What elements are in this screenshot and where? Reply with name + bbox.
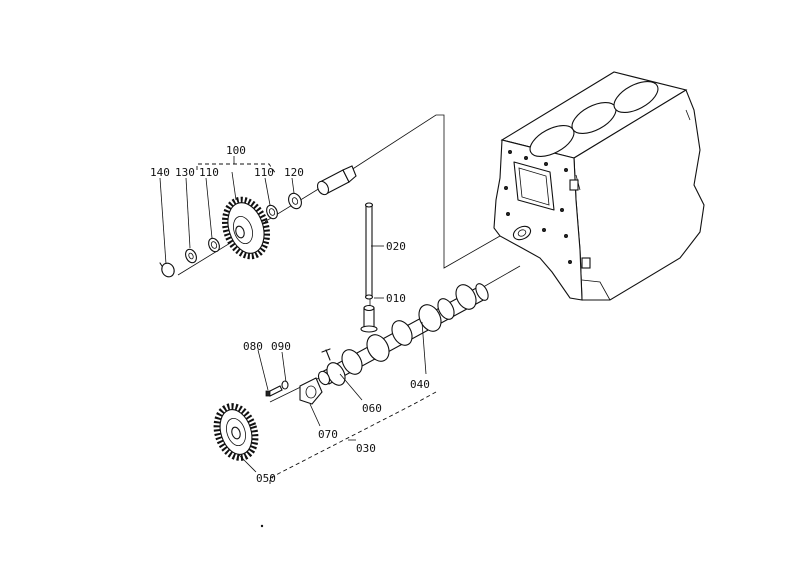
callout-020: 020 <box>386 240 406 253</box>
callout-030: 030 <box>356 442 376 455</box>
callout-leaders <box>159 156 437 484</box>
camshaft-bore <box>512 225 532 241</box>
camshaft <box>317 283 489 386</box>
circlip <box>161 262 175 278</box>
callout-140: 140 <box>150 166 170 179</box>
engine-block <box>493 71 705 301</box>
callout-130: 130 <box>175 166 195 179</box>
stopper-bolt <box>265 385 283 397</box>
callout-070: 070 <box>318 428 338 441</box>
callout-050: 050 <box>256 472 276 485</box>
callout-040: 040 <box>410 378 430 391</box>
callout-010: 010 <box>386 292 406 305</box>
idle-gear <box>221 196 271 260</box>
cam-gear <box>213 403 259 461</box>
push-rod <box>364 202 374 300</box>
idle-gear-shaft <box>316 165 357 196</box>
bushing-right <box>266 204 278 220</box>
bushing-left <box>208 237 220 253</box>
camshaft-stopper <box>299 377 323 405</box>
collar <box>288 192 302 210</box>
idle-gear-assembly <box>159 165 357 278</box>
cylinder-bore-3 <box>613 80 659 114</box>
callout-110-left: 110 <box>199 166 219 179</box>
callout-080: 080 <box>243 340 263 353</box>
callout-110-right: 110 <box>254 166 274 179</box>
block-boss <box>569 179 579 191</box>
callout-100: 100 <box>226 144 246 157</box>
callout-060: 060 <box>362 402 382 415</box>
washer <box>185 248 197 264</box>
stopper-washer <box>281 380 289 390</box>
tappet <box>360 304 378 333</box>
callout-120: 120 <box>284 166 304 179</box>
callout-090: 090 <box>271 340 291 353</box>
